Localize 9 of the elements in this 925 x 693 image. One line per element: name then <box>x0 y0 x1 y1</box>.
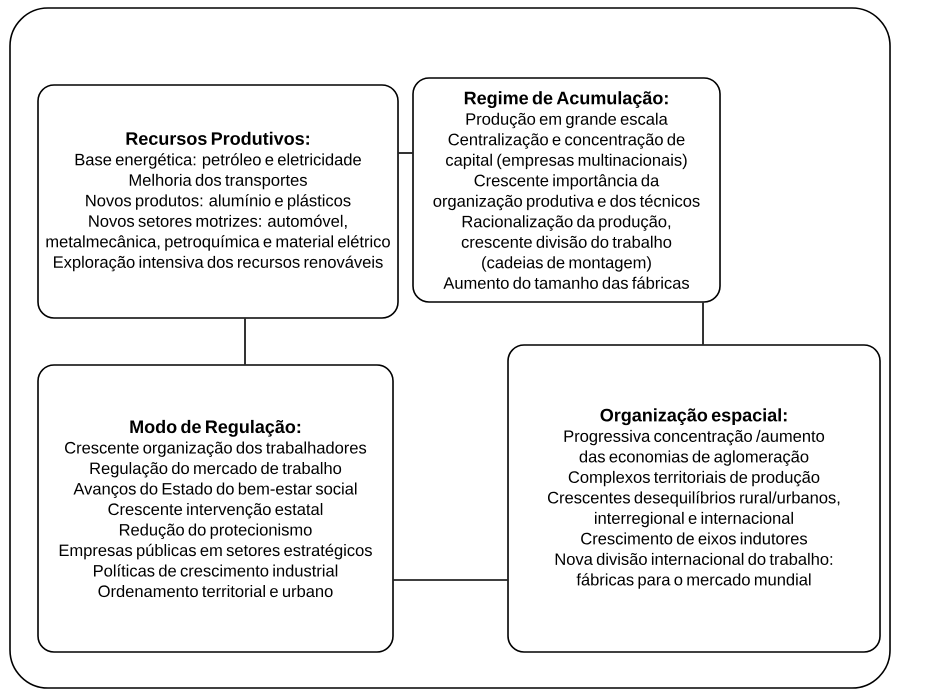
connector-line <box>244 318 246 364</box>
text-box: Modo de Regulação: Crescente organização dos trabalhadores Regulação do mercado de trabalho Avanços do Estado do bem-estar social Crescente intervenção estatal Redução do protecionismo Empresas públicas em setores estratégicos Políticas de crescimento industrial Ordenamento territorial e urbano <box>37 364 394 653</box>
text-box: Regime de Acumulação: Produção em grande escala Centralização e concentração de capital (empresas multinacionais) Crescente importância da organização produtiva e dos técnicos Racionalização da produção, crescente divisão do trabalho (cadeias de montagem) Aumento do tamanho das fábricas <box>412 77 721 303</box>
text-box: Organização espacial: Progressiva concentração /aumento das economias de aglomeração Complexos territoriais de produção Crescentes desequilíbrios rural/urbanos, interregional e internacional Crescimento de eixos indutores Nova divisão internacional do trabalho: fábricas para o mercado mundial <box>507 344 881 653</box>
connector-line <box>702 302 704 344</box>
connector-line <box>398 152 412 154</box>
text-box: Recursos Produtivos: Base energética: petróleo e eletricidade Melhoria dos transportes Novos produtos: alumínio e plásticos Novos setores motrizes: automóvel, metalmecânica, petroquímica e material elétrico Exploração intensiva dos recursos renováveis <box>37 84 399 319</box>
outer-frame <box>9 7 891 689</box>
connector-line <box>394 579 508 581</box>
